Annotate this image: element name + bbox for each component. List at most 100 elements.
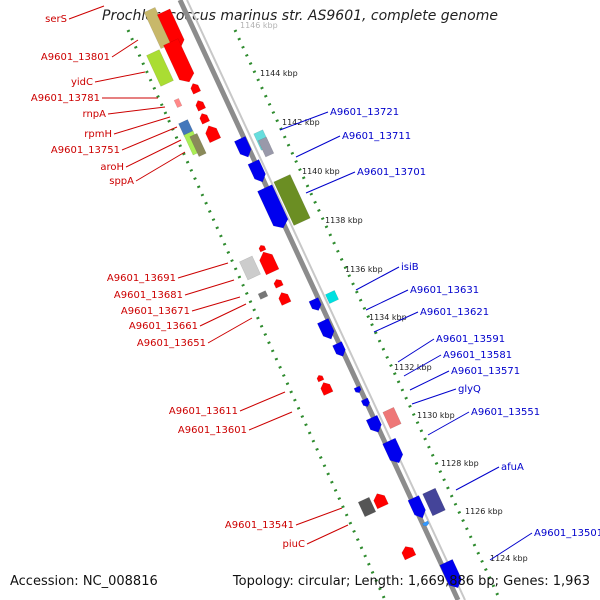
inner-dotted-track [233, 29, 502, 600]
gene-feature [360, 397, 370, 407]
kbp-tick-label: 1146 kbp [240, 21, 278, 30]
forward-gene-label: A9601_13751 [51, 145, 120, 156]
forward-gene-label: serS [45, 14, 67, 25]
reverse-label-leader [427, 411, 470, 436]
reverse-gene-label: A9601_13701 [357, 167, 426, 178]
forward-label-leader [295, 507, 343, 526]
kbp-tick-label: 1144 kbp [260, 69, 298, 78]
forward-label-leader [111, 39, 139, 58]
forward-label-leader [113, 116, 171, 135]
forward-gene-label: A9601_13681 [114, 290, 183, 301]
kbp-tick-label: 1128 kbp [441, 459, 479, 468]
gene-feature [365, 414, 382, 433]
gene-feature [257, 184, 289, 229]
gene-feature [382, 437, 404, 464]
forward-label-leader [199, 303, 247, 327]
gene-feature [332, 341, 346, 357]
kbp-tick-label: 1126 kbp [465, 507, 503, 516]
forward-label-leader [121, 126, 178, 151]
forward-label-leader [177, 262, 229, 279]
forward-label-leader [191, 296, 241, 312]
forward-gene-label: sppA [109, 176, 134, 187]
gene-feature [257, 136, 275, 158]
forward-label-leader [135, 151, 186, 182]
map-title: Prochlorococcus marinus str. AS9601, com… [102, 8, 498, 24]
gene-feature [234, 136, 252, 158]
gene-feature [178, 119, 194, 137]
reverse-label-leader [409, 370, 450, 391]
forward-gene-label: A9601_13781 [31, 93, 100, 104]
reverse-gene-label: A9601_13721 [330, 107, 399, 118]
gene-feature [163, 38, 195, 83]
reverse-label-leader [295, 135, 341, 158]
gene-feature [439, 559, 462, 589]
forward-label-leader [107, 106, 166, 115]
kbp-tick-label: 1138 kbp [325, 216, 363, 225]
forward-gene-label: A9601_13651 [137, 338, 206, 349]
forward-label-leader [306, 524, 349, 545]
gene-feature [190, 83, 202, 95]
reverse-label-leader [355, 266, 400, 291]
reverse-gene-label: A9601_13591 [436, 334, 505, 345]
reverse-label-leader [279, 111, 329, 131]
reverse-gene-label: A9601_13631 [410, 285, 479, 296]
forward-gene-label: rnpA [83, 109, 107, 120]
reverse-label-leader [411, 388, 457, 405]
forward-gene-label: piuC [283, 539, 305, 550]
forward-gene-label: aroH [100, 162, 124, 173]
genome-summary-text: Topology: circular; Length: 1,669,886 bp… [232, 574, 590, 589]
reverse-gene-label: glyQ [458, 384, 481, 395]
gene-feature [407, 495, 426, 519]
forward-gene-label: yidC [71, 77, 93, 88]
gene-feature [239, 255, 261, 281]
forward-label-leader [248, 411, 293, 431]
gene-feature [258, 245, 267, 253]
gene-feature [146, 49, 174, 87]
reverse-label-leader [365, 289, 409, 311]
forward-gene-label: rpmH [84, 129, 112, 140]
gene-feature [401, 546, 417, 561]
gene-feature [320, 382, 334, 396]
forward-gene-label: A9601_13671 [121, 306, 190, 317]
gene-feature [273, 174, 311, 226]
forward-gene-label: A9601_13601 [178, 425, 247, 436]
forward-gene-label: A9601_13691 [107, 273, 176, 284]
reverse-gene-label: A9601_13501 [534, 528, 600, 539]
forward-label-leader [184, 279, 235, 296]
forward-gene-label: A9601_13661 [129, 321, 198, 332]
gene-feature [259, 251, 280, 276]
gene-features [143, 6, 462, 589]
gene-feature [199, 113, 211, 125]
forward-label-leader [94, 71, 146, 83]
gene-feature [173, 97, 183, 109]
reverse-gene-label: A9601_13581 [443, 350, 512, 361]
reverse-label-leader [373, 311, 419, 333]
forward-gene-label: A9601_13801 [41, 52, 110, 63]
reverse-gene-label: A9601_13571 [451, 366, 520, 377]
kbp-tick-label: 1130 kbp [417, 411, 455, 420]
gene-feature [382, 406, 402, 430]
reverse-strand-labels: A9601_13721A9601_13711A9601_13701isiBA96… [279, 107, 600, 561]
reverse-gene-label: afuA [501, 462, 524, 473]
gene-feature [257, 290, 269, 300]
reverse-label-leader [397, 338, 435, 363]
gene-feature [316, 375, 325, 383]
reverse-gene-label: isiB [401, 262, 419, 273]
reverse-label-leader [455, 466, 500, 491]
accession-text: Accession: NC_008816 [10, 574, 158, 589]
gene-feature [189, 133, 207, 157]
kbp-tick-label: 1140 kbp [302, 167, 340, 176]
gene-feature [422, 487, 446, 517]
forward-label-leader [239, 391, 286, 412]
gene-feature [205, 125, 222, 144]
gene-feature [357, 496, 377, 518]
forward-strand-labels: serS A9601_13801 yidC A9601_13781 rnpA rpmH A9… [31, 5, 349, 550]
forward-gene-label: A9601_13541 [225, 520, 294, 531]
reverse-label-leader [305, 171, 356, 194]
kbp-tick-label: 1136 kbp [345, 265, 383, 274]
reverse-label-leader [403, 354, 442, 377]
reverse-gene-label: A9601_13551 [471, 407, 540, 418]
gene-feature [373, 493, 389, 510]
gene-feature [325, 290, 339, 304]
